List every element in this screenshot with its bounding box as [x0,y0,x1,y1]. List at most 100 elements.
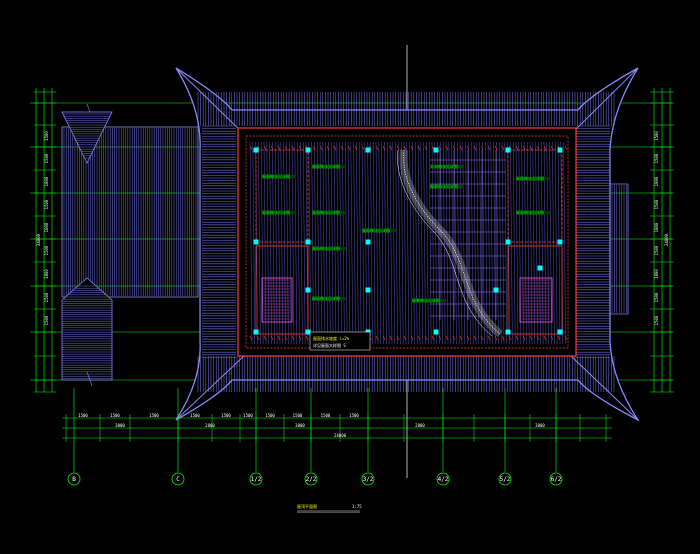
note-label-7: 屋面做法见详图 [430,183,458,189]
inner-slat [465,141,468,345]
gutter-tick-top [487,145,491,151]
gutter-tick-top [326,145,330,151]
gutter-tick-bot [270,335,274,341]
dim-right-label-0: 1500 [654,131,659,141]
gutter-tick-top [536,145,540,151]
dim-bottom-r1-9: 1500 [349,413,359,418]
dim-bottom-r2-2: 3000 [295,423,305,428]
inner-slat [249,141,253,345]
gutter-tick-top [466,145,470,151]
inner-slat [512,141,516,345]
note-bg-0 [262,175,296,179]
dim-left-label-8: 1500 [44,315,49,325]
note-label-2: 屋面做法见详图 [312,163,340,169]
inner-slat [302,141,306,345]
note-bg-10 [516,177,550,181]
column-14 [433,329,439,335]
dim-left-label-2: 1800 [44,176,49,186]
gutter-tick-bot [466,335,470,341]
column-17 [365,287,371,293]
inner-slat [434,141,438,345]
inner-slat [440,141,443,345]
inner-slat [378,141,382,345]
dim-bottom-r2-0: 3000 [115,423,125,428]
column-19 [493,287,499,293]
gutter-tick-top [396,145,400,151]
gutter-tick-top [564,145,568,151]
inner-slat [543,141,547,345]
inner-slat [515,141,519,345]
gutter-tick-top [459,145,463,151]
dim-right-label-1: 1500 [654,153,659,163]
dim-bottom-r1-4: 1500 [221,413,231,418]
inner-slat [454,141,457,345]
column-2 [365,147,371,153]
callout-line-2: 详见屋面大样图 S [313,342,346,348]
inner-slat [392,141,396,345]
inner-slat [375,141,379,345]
gutter-tick-bot [480,335,484,341]
gutter-tick-bot [508,335,512,341]
drawing-scale: 1:75 [352,504,362,510]
inner-slat [554,141,558,345]
gutter-tick-top [291,145,295,151]
inner-slat [490,141,494,345]
note-label-11: 屋面做法见详图 [516,209,544,215]
inner-slat [398,141,401,345]
inner-slat [431,141,435,345]
gutter-tick-top [403,145,407,151]
dim-left-label-0: 1500 [44,131,49,141]
gutter-tick-bot [445,335,449,341]
gutter-tick-bot [494,335,498,341]
inner-slat [350,141,354,345]
stair-left [261,277,293,323]
column-10 [557,239,563,245]
column-9 [505,239,511,245]
dim-bottom-r1-7: 1500 [293,413,303,418]
gutter-tick-bot [550,335,554,341]
gutter-tick-bot [256,335,260,341]
inner-slat [372,141,376,345]
dim-right-label-8: 1500 [654,315,659,325]
inner-slat [342,141,345,345]
gutter-tick-bot [487,335,491,341]
column-0 [253,147,259,153]
gutter-tick-bot [515,335,519,341]
inner-slat [518,141,522,345]
column-15 [505,329,511,335]
inner-slat [409,141,412,345]
gutter-tick-bot [557,335,561,341]
gutter-tick-top [361,145,365,151]
dim-right-label-3: 1500 [654,199,659,209]
inner-slat [501,141,505,345]
column-16 [557,329,563,335]
gutter-tick-top [284,145,288,151]
right-dimensions: 1500150018001500180015001800150015002400… [650,88,674,393]
inner-slat [361,141,365,345]
axis-bubble-4 [361,472,375,486]
gutter-tick-top [298,145,302,151]
gutter-tick-bot [249,335,253,341]
dim-right-label-4: 1800 [654,222,659,232]
inner-slat [353,141,356,345]
left-dimensions: 1500150018001500180015001800150015002400… [34,88,56,393]
inner-slat [347,141,351,345]
note-bg-7 [430,185,464,189]
dim-left-label-4: 1800 [44,222,49,232]
dim-bottom-r1-5: 1500 [243,413,253,418]
gutter-tick-top [424,145,428,151]
gutter-tick-top [263,145,267,151]
gutter-tick-bot [522,335,526,341]
annex-arrow [86,371,93,387]
inner-slat [442,141,446,345]
inner-slat [428,141,432,345]
inner-slat [426,141,429,345]
gutter-tick-top [473,145,477,151]
gutter-tick-bot [396,335,400,341]
gutter-tick-top [494,145,498,151]
inner-slat [437,141,440,345]
gutter-tick-top [417,145,421,151]
